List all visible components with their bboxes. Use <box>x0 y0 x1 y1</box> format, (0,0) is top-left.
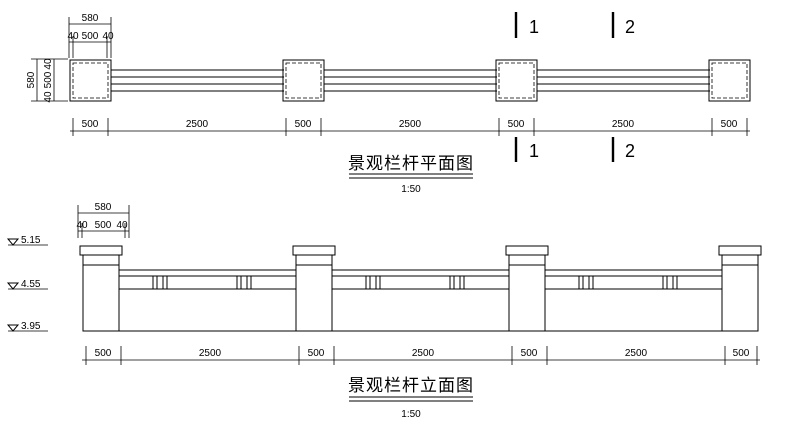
section-mark-1-bottom: 1 <box>529 141 539 161</box>
plan-dim-2: 2500 <box>186 119 209 130</box>
level-label-mid: 4.55 <box>21 279 41 290</box>
plan-side-dimension: 580 40 500 40 <box>26 58 68 103</box>
elev-dim-7: 500 <box>733 348 750 359</box>
plan-dim-4: 2500 <box>399 119 422 130</box>
plan-post-2 <box>282 59 325 102</box>
elev-dim-6: 2500 <box>625 348 648 359</box>
section-marks: 1 2 1 2 <box>514 12 635 162</box>
level-marker-top: 5.15 <box>6 235 48 246</box>
plan-top-dimension: 580 40 500 40 <box>67 13 114 58</box>
elev-dim-1: 500 <box>95 348 112 359</box>
plan-side-top: 40 <box>43 58 54 70</box>
plan-top-mid: 500 <box>82 31 99 42</box>
elevation-view: 580 40 500 40 5.15 4.55 3.95 <box>6 202 762 420</box>
level-marker-mid: 4.55 <box>6 279 48 290</box>
section-mark-2-bottom: 2 <box>625 141 635 161</box>
elevation-bottom-dimension: 500 2500 500 2500 500 2500 500 <box>82 346 760 365</box>
elev-dim-2: 2500 <box>199 348 222 359</box>
plan-side-mid: 500 <box>43 71 54 88</box>
plan-view: 580 40 500 40 580 40 500 40 <box>26 12 751 195</box>
level-marker-bottom: 3.95 <box>6 321 48 332</box>
elev-top-right: 40 <box>116 220 128 231</box>
plan-top-right: 40 <box>102 31 114 42</box>
level-label-top: 5.15 <box>21 235 41 246</box>
elev-dim-4: 2500 <box>412 348 435 359</box>
plan-dim-6: 2500 <box>612 119 635 130</box>
plan-post-4 <box>708 59 751 102</box>
plan-dim-1: 500 <box>82 119 99 130</box>
elevation-title: 景观栏杆立面图 <box>348 376 474 395</box>
plan-post-1 <box>69 59 112 102</box>
plan-rails <box>111 69 710 92</box>
plan-title: 景观栏杆平面图 <box>348 154 474 173</box>
level-label-bottom: 3.95 <box>21 321 41 332</box>
plan-bottom-dimension: 500 2500 500 2500 500 2500 500 <box>70 118 750 136</box>
elevation-post-4 <box>718 245 762 332</box>
elev-dim-5: 500 <box>521 348 538 359</box>
plan-title-block: 景观栏杆平面图 1:50 <box>348 154 474 195</box>
plan-scale: 1:50 <box>401 184 421 195</box>
plan-side-bottom: 40 <box>43 91 54 103</box>
plan-post-3 <box>495 59 538 102</box>
elevation-rails <box>119 269 722 290</box>
elev-top-left: 40 <box>76 220 88 231</box>
plan-top-left: 40 <box>67 31 79 42</box>
elev-top-mid: 500 <box>95 220 112 231</box>
elevation-top-dimension: 580 40 500 40 <box>76 202 130 238</box>
plan-dim-7: 500 <box>721 119 738 130</box>
plan-dim-3: 500 <box>295 119 312 130</box>
elev-top-total: 580 <box>95 202 112 213</box>
plan-side-total: 580 <box>26 71 37 88</box>
plan-dim-5: 500 <box>508 119 525 130</box>
section-mark-2-top: 2 <box>625 17 635 37</box>
plan-top-total: 580 <box>82 13 99 24</box>
section-mark-1-top: 1 <box>529 17 539 37</box>
elev-dim-3: 500 <box>308 348 325 359</box>
elevation-post-2 <box>292 245 336 332</box>
elevation-post-1 <box>79 245 123 332</box>
elevation-scale: 1:50 <box>401 409 421 420</box>
elevation-post-3 <box>505 245 549 332</box>
elevation-title-block: 景观栏杆立面图 1:50 <box>348 376 474 420</box>
